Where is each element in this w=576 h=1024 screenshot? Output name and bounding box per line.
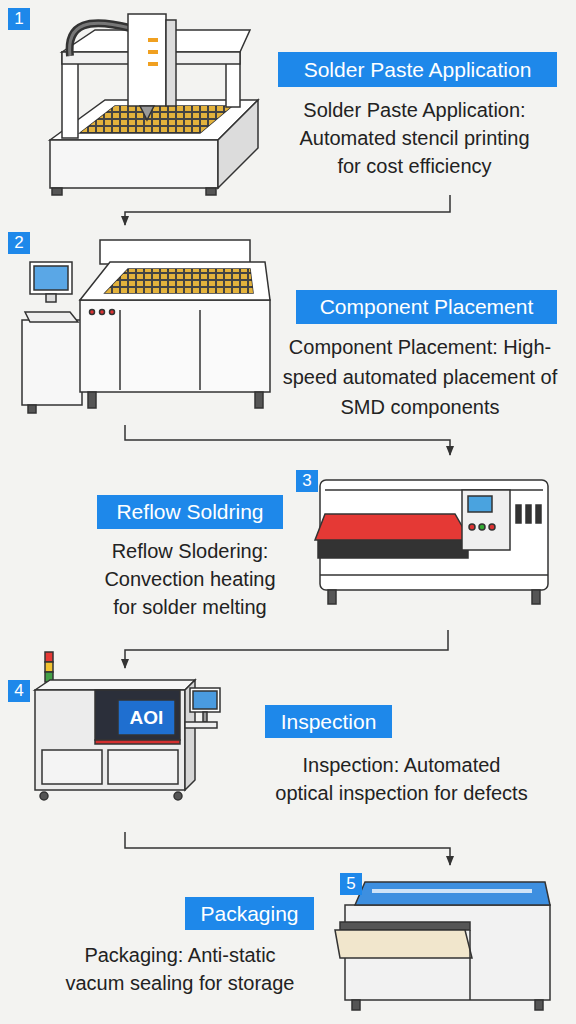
step-description: Reflow Slodering: Convection heating for… — [100, 537, 280, 621]
pick-and-place-machine-part — [105, 269, 253, 293]
reflow-oven-part — [320, 574, 548, 576]
aoi-machine-part — [35, 680, 195, 690]
aoi-machine-part — [193, 691, 217, 709]
stencil-printer-part — [148, 38, 158, 42]
step-description: Component Placement: High-speed automate… — [274, 332, 566, 422]
stencil-printer-part — [62, 52, 78, 138]
step-heading: Solder Paste Application — [278, 52, 557, 87]
aoi-machine-part — [42, 750, 102, 784]
vacuum-sealer-part — [335, 930, 472, 958]
aoi-machine-part — [35, 690, 185, 790]
vacuum-sealer-part — [372, 889, 532, 893]
pick-and-place-machine-part — [100, 310, 105, 315]
reflow-oven-part — [516, 505, 521, 523]
pick-and-place-machine-part — [110, 310, 115, 315]
pick-and-place-machine-part — [255, 392, 263, 408]
flow-arrow — [125, 630, 448, 668]
reflow-oven-part — [536, 505, 541, 523]
step-description: Solder Paste Application: Automated sten… — [292, 96, 537, 180]
aoi-machine-part — [95, 740, 180, 744]
pick-and-place-machine-part — [100, 240, 250, 264]
pick-and-place-machine-part — [25, 312, 78, 322]
process-step: PackagingPackaging: Anti-static vacum se… — [0, 865, 576, 1018]
reflow-oven-part — [469, 524, 475, 530]
callout-number: 5 — [340, 873, 362, 895]
vacuum-sealer-part — [469, 930, 471, 1000]
stencil-printer-part — [128, 14, 166, 106]
callout-number: 2 — [8, 232, 30, 254]
aoi-machine-part — [40, 792, 48, 800]
stencil-printer-part — [148, 50, 158, 54]
reflow-oven-part — [462, 490, 510, 550]
callout-number: 1 — [8, 8, 30, 30]
pick-and-place-machine-part — [46, 294, 56, 302]
pick-and-place-machine-part — [28, 405, 36, 413]
aoi-machine-part — [45, 652, 53, 662]
pick-and-place-machine-part — [199, 310, 201, 390]
aoi-machine-part — [174, 792, 182, 800]
aoi-machine-part — [190, 688, 220, 712]
vacuum-sealer-part — [535, 1000, 543, 1010]
vacuum-sealer-part — [355, 882, 550, 905]
stencil-printer-part — [50, 140, 218, 188]
pick-and-place-machine-part — [34, 266, 68, 290]
flow-arrow — [125, 425, 450, 455]
pick-and-place-machine-part — [80, 300, 270, 392]
aoi-machine — [35, 652, 220, 800]
stencil-printer — [50, 14, 258, 195]
stencil-printer-part — [80, 106, 232, 133]
step-heading: Reflow Soldring — [97, 495, 283, 529]
aoi-machine-part — [118, 700, 175, 735]
reflow-oven-part — [526, 505, 531, 523]
aoi-machine-part — [203, 712, 207, 722]
reflow-oven-part — [328, 590, 336, 604]
stencil-printer-part — [70, 23, 130, 56]
pick-and-place-machine-part — [90, 310, 95, 315]
aoi-machine-part — [108, 750, 178, 784]
step-heading: Component Placement — [296, 290, 557, 324]
reflow-oven-part — [315, 514, 470, 540]
machine-screen-label: AOI — [118, 700, 175, 735]
reflow-oven-part — [489, 524, 495, 530]
process-step: Solder Paste ApplicationSolder Paste App… — [0, 5, 576, 195]
pick-and-place-machine-part — [119, 310, 121, 390]
aoi-machine-part — [45, 662, 53, 672]
step-description: Inspection: Automated optical inspection… — [273, 751, 530, 807]
process-step: Reflow SoldringReflow Slodering: Convect… — [0, 455, 576, 630]
stencil-printer-part — [80, 106, 232, 133]
reflow-oven-part — [479, 524, 485, 530]
pick-and-place-machine-part — [105, 269, 253, 293]
flow-arrow — [125, 832, 450, 865]
stencil-printer-part — [166, 20, 176, 106]
process-step: InspectionInspection: Automated optical … — [0, 668, 576, 832]
vacuum-sealer — [335, 882, 550, 1010]
stencil-printer-part — [52, 188, 62, 195]
vacuum-sealer-part — [340, 922, 470, 930]
stencil-printer-part — [70, 23, 130, 56]
aoi-machine-part — [185, 722, 217, 728]
step-heading: Packaging — [185, 897, 314, 930]
step-heading: Inspection — [265, 705, 392, 738]
reflow-oven-part — [468, 496, 492, 512]
vacuum-sealer-part — [352, 1000, 360, 1010]
flow-arrow — [125, 195, 450, 225]
stencil-printer-part — [140, 106, 154, 120]
stencil-printer-part — [206, 188, 216, 195]
reflow-oven — [315, 480, 548, 604]
process-step: Component PlacementComponent Placement: … — [0, 225, 576, 425]
callout-number: 4 — [8, 680, 30, 702]
pick-and-place-machine-part — [88, 392, 96, 408]
aoi-machine-part — [95, 690, 180, 740]
pick-and-place-machine — [22, 240, 270, 413]
step-description: Packaging: Anti-static vacum sealing for… — [60, 941, 300, 997]
pick-and-place-machine-part — [30, 262, 72, 294]
pick-and-place-machine-part — [22, 320, 82, 405]
reflow-oven-part — [532, 590, 540, 604]
pick-and-place-machine-part — [80, 262, 270, 300]
callout-number: 3 — [296, 470, 318, 492]
stencil-printer-part — [148, 62, 158, 66]
